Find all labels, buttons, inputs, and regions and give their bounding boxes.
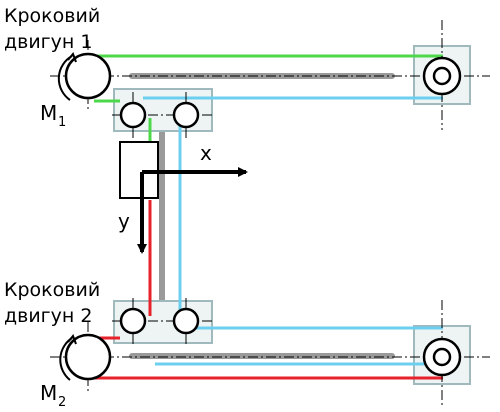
motor-1-pulley-icon <box>64 52 112 100</box>
motor-1-label-line1: Кроковий <box>4 5 100 27</box>
carriage-pulley-icon <box>172 307 200 335</box>
axis-arrows <box>137 167 248 254</box>
pulleys <box>64 52 462 381</box>
carriage-pulley-icon <box>119 307 147 335</box>
motor-2-subscript: 2 <box>58 395 66 410</box>
motor-2-symbol: M <box>40 381 57 405</box>
x-axis-label: x <box>200 141 212 165</box>
carriage-pulley-icon <box>119 101 147 129</box>
motor-2-label-line2: двигун 2 <box>4 305 92 327</box>
motor-1-subscript: 1 <box>58 115 66 130</box>
carriage-pulley-icon <box>172 101 200 129</box>
motor-2-label-line1: Кроковий <box>4 279 100 301</box>
motor-1-symbol: M <box>40 101 57 125</box>
motor-1-rotation-icon <box>57 55 73 101</box>
y-axis-label: y <box>118 209 130 233</box>
motor-2-pulley-icon <box>64 333 112 381</box>
motor-1-label-line2: двигун 1 <box>4 31 92 53</box>
rotation-arrows <box>57 52 77 381</box>
red-belt <box>94 200 443 380</box>
